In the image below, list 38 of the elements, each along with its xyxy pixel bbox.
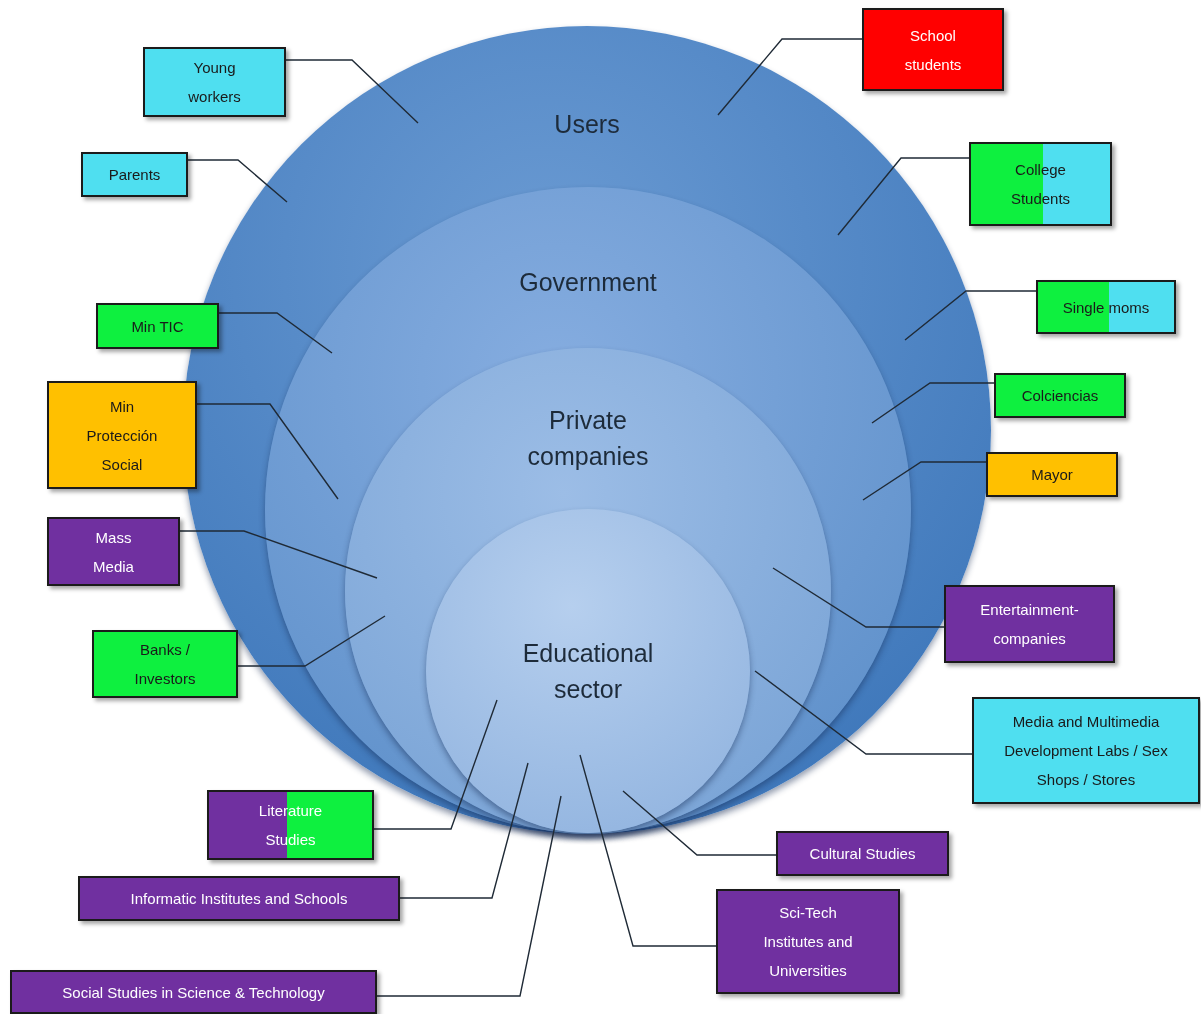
callout-box: Cultural Studies — [776, 831, 949, 876]
callout-box: Social Studies in Science & Technology — [10, 970, 377, 1014]
callout-box: Parents — [81, 152, 188, 197]
callout-box: Min Protección Social — [47, 381, 197, 489]
layer-label: Users — [554, 109, 620, 140]
leader-line — [285, 59, 419, 124]
leader-line — [196, 403, 339, 500]
callout-box: Min TIC — [96, 303, 219, 349]
callout-box: Entertainment-companies — [944, 585, 1115, 663]
callout-box: Media and Multimedia Development Labs / Sex Shops / Stores — [972, 697, 1200, 804]
leader-line — [862, 461, 987, 501]
callout-box: Informatic Institutes and Schools — [78, 876, 400, 921]
leader-line — [179, 530, 378, 579]
leader-line — [218, 312, 333, 354]
leader-line — [187, 159, 288, 203]
callout-box: Mass Media — [47, 517, 180, 586]
leader-line — [622, 790, 777, 856]
leader-line — [837, 157, 970, 236]
callout-box: School students — [862, 8, 1004, 91]
callout-box: Mayor — [986, 452, 1118, 497]
callout-box: Banks / Investors — [92, 630, 238, 698]
callout-box: Colciencias — [994, 373, 1126, 418]
leader-line — [373, 699, 498, 830]
leader-line — [399, 762, 529, 899]
leader-line — [376, 795, 562, 997]
leader-line — [237, 615, 386, 667]
leader-line — [579, 754, 717, 947]
callout-box: Young workers — [143, 47, 286, 117]
leader-line — [871, 382, 995, 424]
layer-label: Educational sector — [521, 638, 655, 705]
leader-line — [904, 290, 1037, 341]
leader-line — [717, 38, 863, 116]
leader-line — [754, 670, 973, 755]
callout-box: Sci-Tech Institutes and Universities — [716, 889, 900, 994]
leader-line — [772, 567, 945, 628]
callout-box: Single moms — [1036, 280, 1176, 334]
layer-label: Government — [519, 267, 657, 298]
layer-label: Private companies — [526, 405, 650, 472]
